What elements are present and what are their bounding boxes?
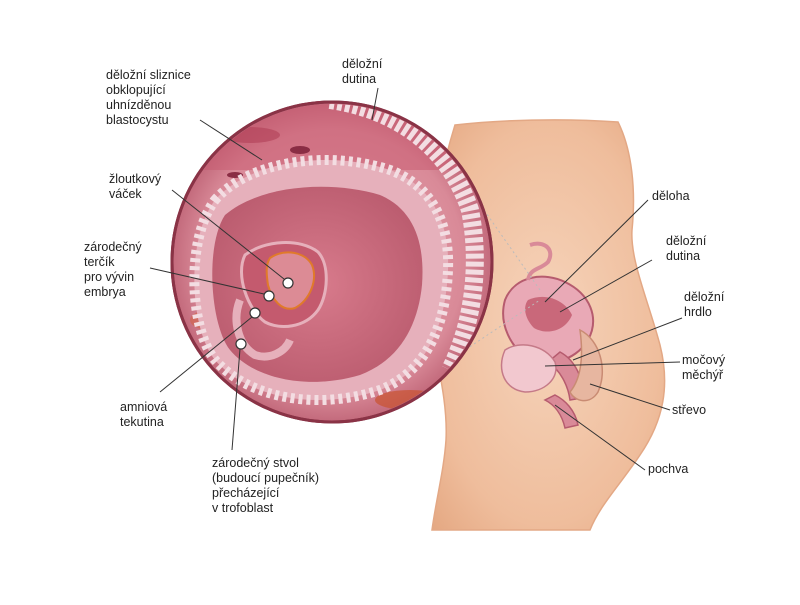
- magnified-view: [170, 100, 494, 424]
- zoom-connector-bottom: [419, 299, 541, 381]
- label-cervix: děložní hrdlo: [684, 290, 725, 319]
- marker-yolk-sac: [282, 277, 294, 289]
- leader-uterine-cavity: [559, 259, 653, 313]
- leader-yolk-sac: [171, 189, 285, 280]
- label-body-stalk: zárodečný stvol (budoucí pupečník) přech…: [212, 456, 320, 515]
- marker-body-stalk: [235, 338, 247, 350]
- label-uterine-cavity: děložní dutina: [666, 234, 707, 263]
- leader-uterus: [544, 199, 649, 303]
- leader-embryonic-disc: [149, 267, 265, 295]
- label-uterus: děloha: [652, 189, 690, 203]
- label-uterine-cavity-top: děložní dutina: [342, 57, 383, 86]
- leader-cavity-top: [371, 87, 379, 121]
- leader-intestine: [589, 383, 671, 411]
- label-endometrium: děložní sliznice obklopující uhnízděnou …: [106, 68, 191, 127]
- bladder-shape: [500, 344, 557, 393]
- leader-endometrium: [199, 119, 263, 161]
- label-vagina: pochva: [648, 462, 689, 476]
- marker-amnion: [249, 307, 261, 319]
- body-stalk-shape: [232, 298, 294, 361]
- leader-amnion: [159, 316, 253, 393]
- leader-bladder: [544, 361, 681, 367]
- label-amniotic-fluid: amniová tekutina: [120, 400, 168, 429]
- label-embryonic-disc: zárodečný terčík pro vývin embrya: [84, 240, 142, 299]
- label-yolk-sac: žloutkový váček: [109, 172, 162, 201]
- marker-embryonic-disc: [263, 290, 275, 302]
- pelvic-organs: [500, 241, 603, 429]
- leader-body-stalk: [231, 348, 241, 451]
- label-bladder: močový měchýř: [682, 353, 726, 382]
- label-intestine: střevo: [672, 403, 707, 417]
- leader-cervix: [572, 317, 683, 361]
- uterine-cavity-shape: [525, 296, 572, 332]
- fallopian-tube: [526, 241, 553, 281]
- vagina-shape: [543, 394, 579, 429]
- leader-lines: [149, 87, 683, 471]
- intestine-shape: [569, 328, 603, 402]
- leader-vagina: [554, 404, 646, 471]
